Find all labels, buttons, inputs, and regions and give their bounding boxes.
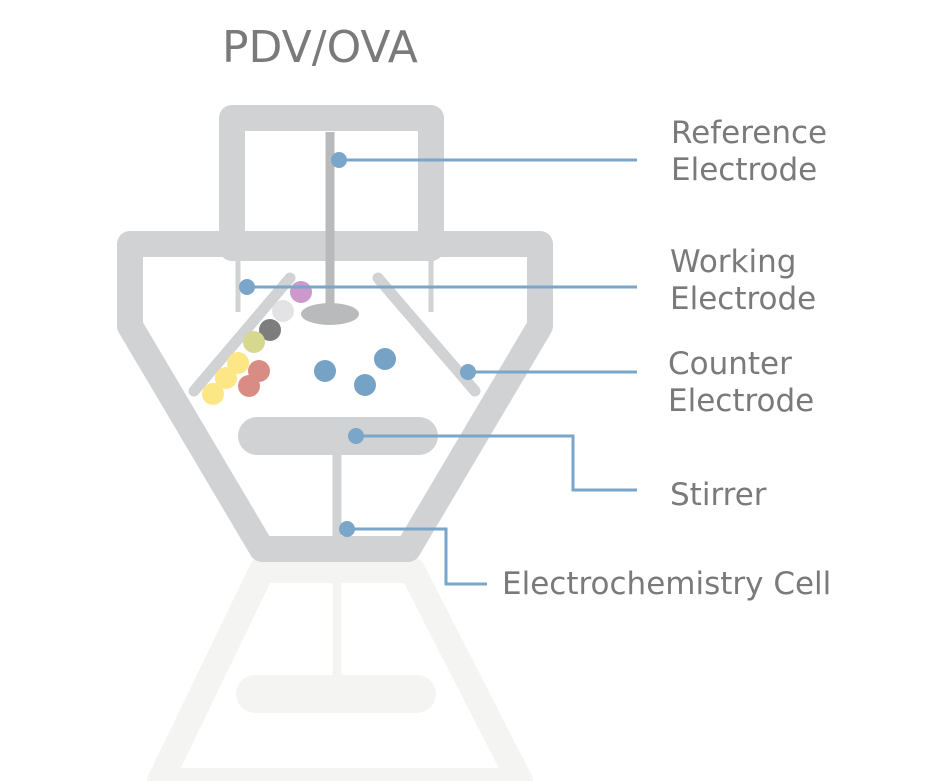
label-reference-electrode: Reference Electrode [671, 115, 828, 188]
anchor-dot-cell [339, 521, 355, 537]
working-electrode [188, 272, 296, 397]
leader-lines [247, 158, 637, 586]
particle [259, 319, 281, 341]
label-working-electrode: Working Electrode [670, 244, 817, 317]
cell-body [117, 231, 553, 562]
particle [354, 374, 376, 396]
anchor-dot-reference [331, 152, 347, 168]
particle [215, 367, 237, 389]
particle [290, 281, 312, 303]
label-electrochemistry-cell: Electrochemistry Cell [502, 566, 832, 602]
particle [227, 352, 249, 374]
reflection-stirrer-bar [236, 675, 436, 713]
particle [238, 375, 260, 397]
leader-stirrer [356, 434, 637, 492]
reflection-cell-body [147, 557, 533, 781]
particle [202, 383, 224, 405]
leader-cell [347, 527, 487, 586]
anchor-dot-counter [460, 364, 476, 380]
particle [243, 331, 265, 353]
leader-dots [239, 152, 476, 537]
label-stirrer: Stirrer [670, 477, 767, 513]
particles [202, 281, 396, 405]
particle [272, 300, 294, 322]
diagram-title: PDV/OVA [222, 22, 418, 73]
cell-reflection [147, 557, 533, 781]
particle [314, 360, 336, 382]
anchor-dot-stirrer [348, 428, 364, 444]
anchor-dot-working [239, 279, 255, 295]
label-counter-electrode: Counter Electrode [668, 346, 815, 419]
counter-electrode [372, 272, 481, 397]
particle [374, 348, 396, 370]
reference-electrode-tip [301, 303, 359, 325]
stirrer-bar [238, 417, 438, 455]
